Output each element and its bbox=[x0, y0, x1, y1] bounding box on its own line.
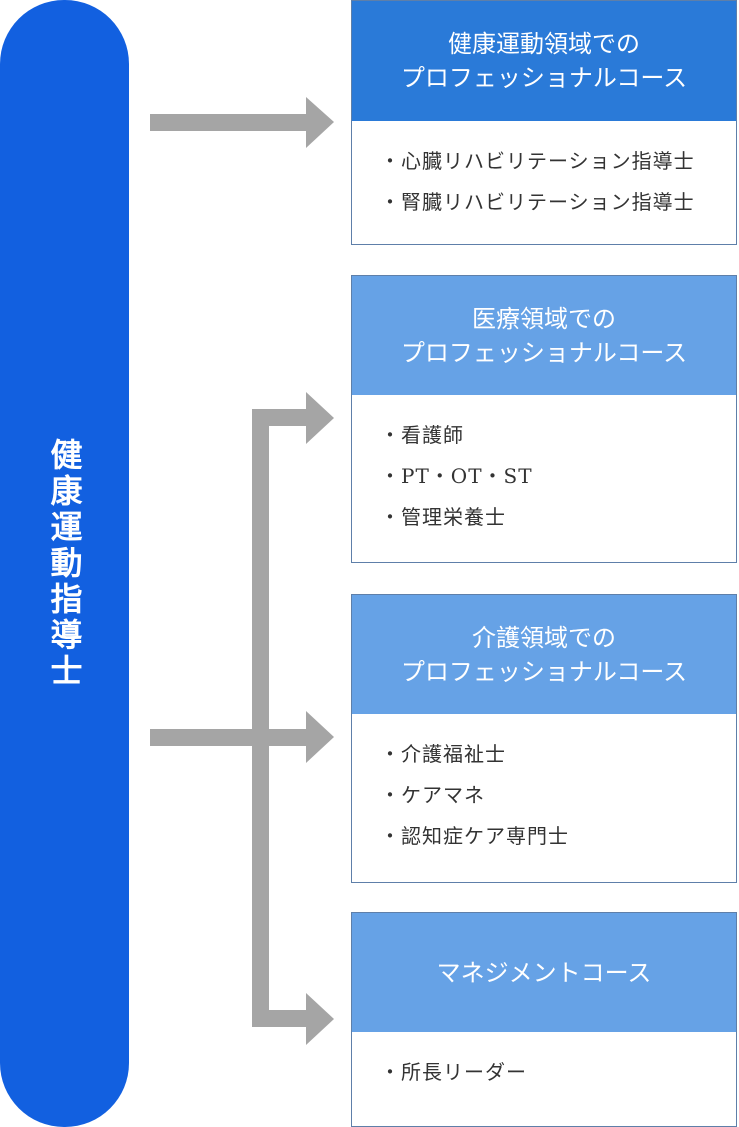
course-card-2-header: 医療領域での プロフェッショナルコース bbox=[352, 276, 736, 395]
course-card-3-header: 介護領域での プロフェッショナルコース bbox=[352, 595, 736, 714]
branch-2-shaft bbox=[252, 409, 310, 426]
list-item: ・心臓リハビリテーション指導士 bbox=[380, 149, 695, 173]
course-card-1: 健康運動領域での プロフェッショナルコース ・心臓リハビリテーション指導士 ・腎… bbox=[351, 0, 737, 245]
course-card-3-title-line-2: プロフェッショナルコース bbox=[400, 657, 688, 686]
main-qualification-label: 健康運動指導士 bbox=[45, 437, 84, 690]
course-card-4-body: ・所長リーダー bbox=[352, 1032, 736, 1093]
course-card-1-title-line-2: プロフェッショナルコース bbox=[400, 64, 688, 92]
arrow-1-head bbox=[306, 97, 334, 148]
list-item: ・看護師 bbox=[380, 423, 464, 447]
course-card-3: 介護領域での プロフェッショナルコース ・介護福祉士 ・ケアマネ ・認知症ケア専… bbox=[351, 594, 737, 883]
arrow-4-head bbox=[306, 993, 334, 1045]
list-item: ・介護福祉士 bbox=[380, 742, 506, 766]
arrow-2-head bbox=[306, 392, 334, 444]
course-card-1-header: 健康運動領域での プロフェッショナルコース bbox=[352, 1, 736, 121]
course-card-2-body: ・看護師 ・PT・OT・ST ・管理栄養士 bbox=[352, 395, 736, 538]
course-card-1-body: ・心臓リハビリテーション指導士 ・腎臓リハビリテーション指導士 bbox=[352, 121, 736, 223]
list-item: ・ケアマネ bbox=[380, 783, 485, 807]
course-card-4-title-line-1: マネジメントコース bbox=[436, 958, 652, 987]
list-item: ・認知症ケア専門士 bbox=[380, 824, 569, 848]
course-card-4: マネジメントコース ・所長リーダー bbox=[351, 912, 737, 1127]
branch-vertical-bar bbox=[252, 409, 269, 1027]
course-card-2: 医療領域での プロフェッショナルコース ・看護師 ・PT・OT・ST ・管理栄養… bbox=[351, 275, 737, 563]
course-card-2-title-line-2: プロフェッショナルコース bbox=[400, 338, 688, 367]
list-item: ・PT・OT・ST bbox=[380, 464, 533, 488]
main-qualification-pill bbox=[0, 0, 129, 1127]
course-card-3-body: ・介護福祉士 ・ケアマネ ・認知症ケア専門士 bbox=[352, 714, 736, 857]
list-item: ・所長リーダー bbox=[380, 1060, 527, 1084]
main-qualification-label-wrap: 健康運動指導士 bbox=[0, 0, 129, 1127]
course-card-3-title-line-1: 介護領域での bbox=[472, 623, 616, 652]
course-card-1-title-line-1: 健康運動領域での bbox=[448, 30, 640, 58]
list-item: ・腎臓リハビリテーション指導士 bbox=[380, 190, 695, 214]
list-item: ・管理栄養士 bbox=[380, 505, 506, 529]
course-card-2-title-line-1: 医療領域での bbox=[472, 304, 616, 333]
course-card-4-header: マネジメントコース bbox=[352, 913, 736, 1032]
arrow-1-shaft bbox=[150, 114, 310, 131]
arrow-2-shaft bbox=[150, 729, 310, 746]
arrow-3-head bbox=[306, 711, 334, 763]
branch-4-shaft bbox=[252, 1010, 310, 1027]
